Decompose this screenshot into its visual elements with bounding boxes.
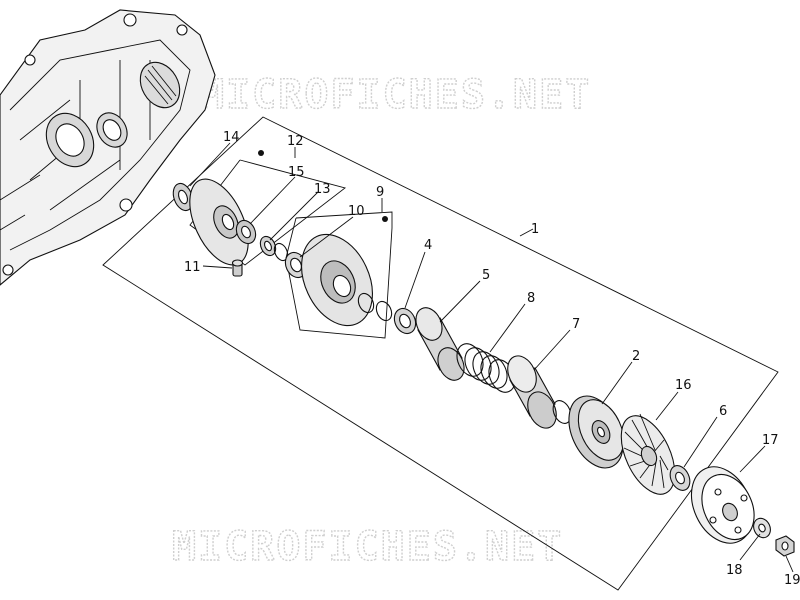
- part-6-ring-nut: [669, 465, 691, 491]
- callout-4: 4: [424, 238, 432, 253]
- part-15-bearing: [235, 219, 257, 245]
- part-18-washer: [753, 517, 771, 539]
- part-8-spring: [456, 343, 516, 393]
- part-17-clutch-bell: [690, 466, 755, 544]
- callout-18: 18: [726, 563, 743, 578]
- callout-6: 6: [719, 404, 727, 419]
- callout-17: 17: [762, 433, 779, 448]
- part-5-sleeve: [415, 307, 465, 381]
- callout-7: 7: [572, 317, 580, 332]
- part-11-pin: [231, 259, 244, 277]
- callout-5: 5: [482, 268, 490, 283]
- callout-1: 1: [531, 222, 539, 237]
- part-12-fixed-half-pulley: [189, 150, 264, 266]
- callout-10: 10: [348, 204, 365, 219]
- callout-2: 2: [632, 349, 640, 364]
- callout-13: 13: [314, 182, 331, 197]
- crankcase-housing: [0, 9, 216, 286]
- assembly-outline-1: [102, 116, 779, 591]
- part-13-bearing: [259, 235, 289, 262]
- part-9-movable-half-pulley: [301, 216, 388, 327]
- part-4-o-rings: [357, 292, 417, 335]
- callout-8: 8: [527, 291, 535, 306]
- callout-labels: 1 2 4 5 6 7 8 9 10 11 12 13 14 15 16 17 …: [184, 130, 800, 588]
- callout-14: 14: [223, 130, 240, 145]
- callout-12: 12: [287, 134, 304, 149]
- part-19-nut: [775, 535, 795, 557]
- part-16-fan: [620, 413, 676, 495]
- callout-19: 19: [784, 573, 800, 588]
- part-2-clutch: [568, 395, 625, 469]
- callout-11: 11: [184, 260, 201, 275]
- watermark-bottom: MICROFICHES.NET: [172, 524, 563, 570]
- watermark-top: MICROFICHES.NET: [200, 72, 591, 118]
- part-7-spring-cup: [507, 355, 572, 429]
- leader-lines: [189, 142, 794, 573]
- part-14-oil-seal: [172, 182, 194, 212]
- callout-15: 15: [288, 165, 305, 180]
- callout-16: 16: [675, 378, 692, 393]
- callout-9: 9: [376, 185, 384, 200]
